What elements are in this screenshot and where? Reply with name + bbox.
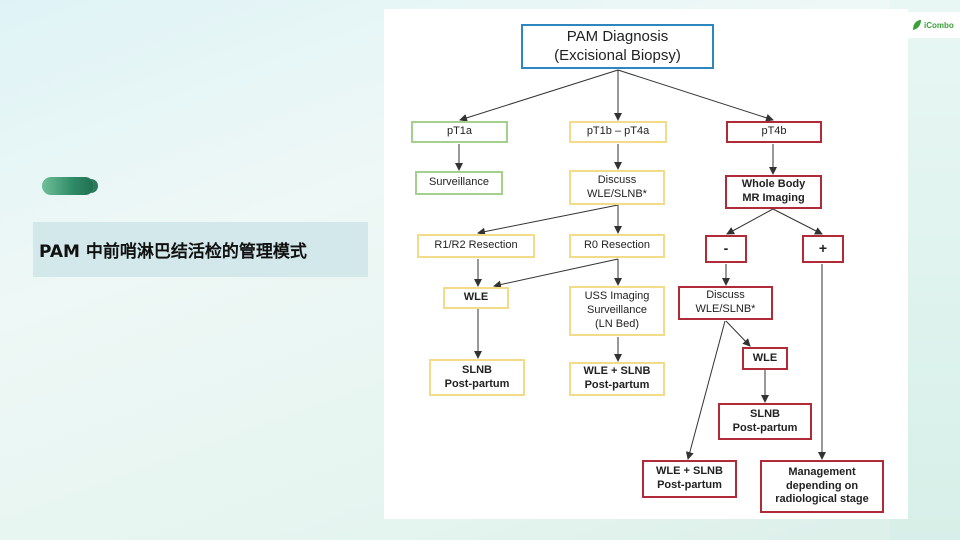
node-uss-imaging: USS Imaging Surveillance (LN Bed) (569, 286, 665, 336)
slide-title: PAM 中前哨淋巴结活检的管理模式 (39, 242, 307, 262)
arrow-root-pt4b (617, 69, 774, 122)
decorative-pill (42, 177, 94, 195)
flowchart-panel: PAM Diagnosis (Excisional Biopsy) pT1a p… (384, 9, 908, 519)
node-positive: + (802, 235, 844, 263)
node-pt1b-pt4a: pT1b – pT4a (569, 121, 667, 143)
logo-text: iCombo (924, 20, 954, 30)
node-wle-right: WLE (742, 347, 788, 370)
node-management: Management depending on radiological sta… (760, 460, 884, 513)
node-r1r2-resection: R1/R2 Resection (417, 234, 535, 258)
arrow-wbmri-pos (772, 208, 823, 235)
node-wle-left: WLE (443, 287, 509, 309)
arrow-discuss-r1r2 (477, 204, 619, 236)
flowchart-connectors (455, 69, 826, 460)
arrow-discuss-wleslnb (685, 320, 726, 460)
node-r0-resection: R0 Resection (569, 234, 665, 258)
company-logo: iCombo (908, 12, 960, 38)
node-slnb-postpartum-left: SLNB Post-partum (429, 359, 525, 396)
arrow-wbmri-neg (726, 208, 774, 235)
node-surveillance: Surveillance (415, 171, 503, 195)
node-pt4b: pT4b (726, 121, 822, 143)
node-whole-body-mri: Whole Body MR Imaging (725, 175, 822, 209)
node-discuss-wle-slnb: Discuss WLE/SLNB* (569, 170, 665, 205)
node-discuss-wle-slnb-right: Discuss WLE/SLNB* (678, 286, 773, 320)
node-negative: - (705, 235, 747, 263)
node-slnb-postpartum-right: SLNB Post-partum (718, 403, 812, 440)
node-wle-slnb-postpartum-right: WLE + SLNB Post-partum (642, 460, 737, 498)
arrow-r0-wle (493, 258, 619, 289)
node-pam-diagnosis: PAM Diagnosis (Excisional Biopsy) (521, 24, 714, 69)
arrow-discuss-wle (725, 320, 751, 347)
arrow-root-pt1a (459, 69, 619, 122)
leaf-icon (913, 20, 921, 30)
title-band: PAM 中前哨淋巴结活检的管理模式 (33, 222, 368, 277)
node-wle-slnb-postpartum-mid: WLE + SLNB Post-partum (569, 362, 665, 396)
node-pt1a: pT1a (411, 121, 508, 143)
